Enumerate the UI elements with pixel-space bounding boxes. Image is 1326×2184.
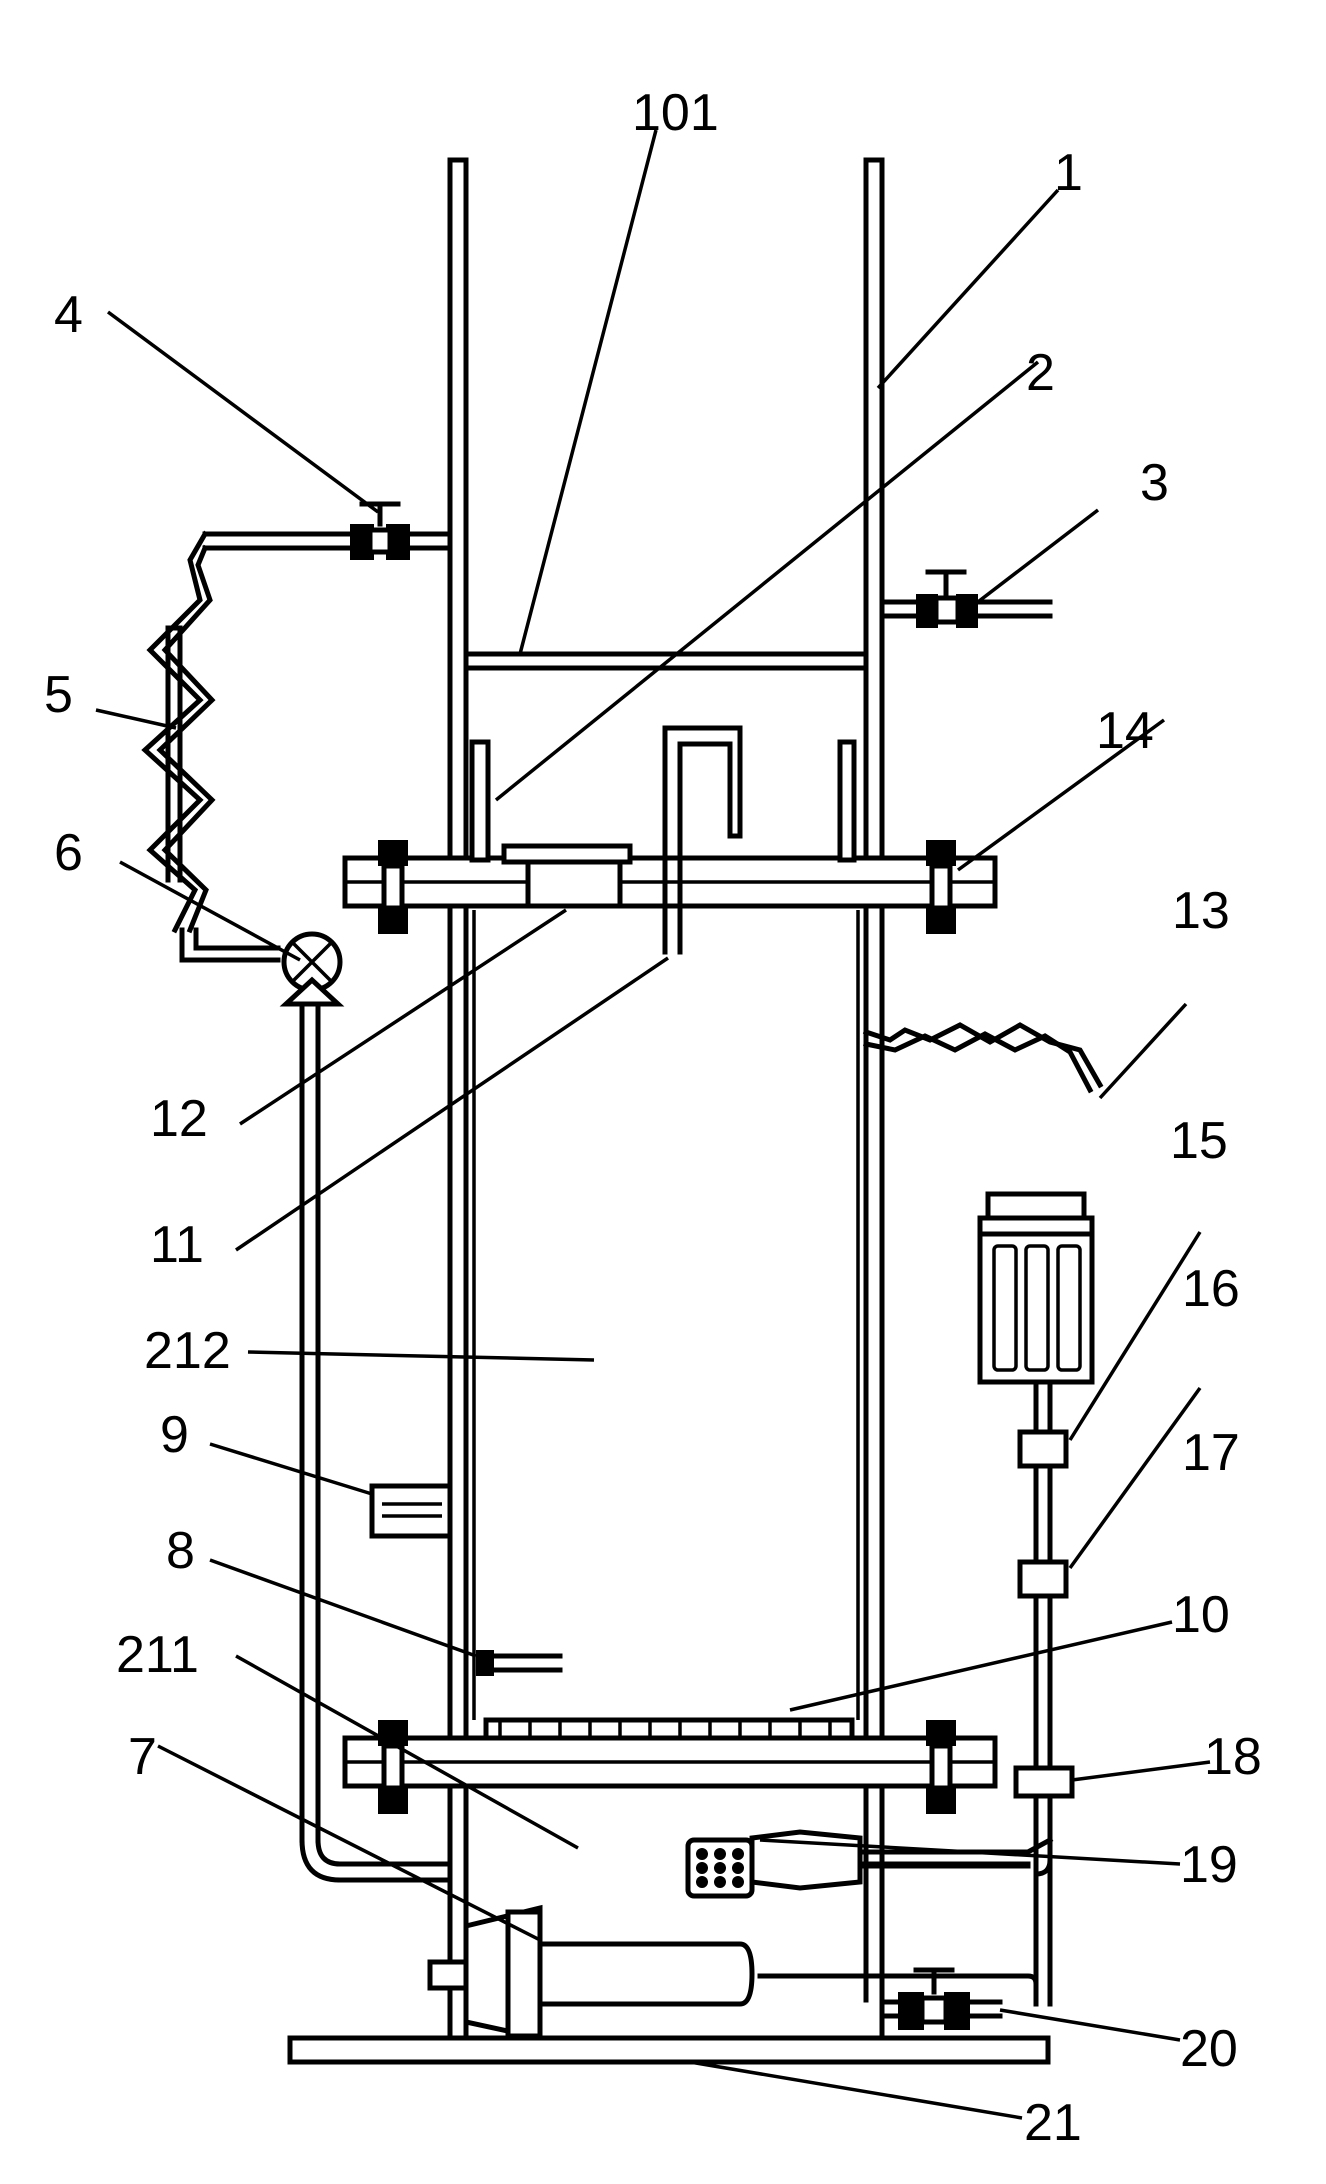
label-6: 6 xyxy=(54,824,83,882)
leader-lines xyxy=(95,129,1211,2120)
label-19: 19 xyxy=(1180,1836,1238,1894)
label-16: 16 xyxy=(1182,1260,1240,1318)
label-1: 1 xyxy=(1054,144,1083,202)
label-7: 7 xyxy=(128,1728,157,1786)
label-14: 14 xyxy=(1096,702,1154,760)
valve-20 xyxy=(879,1967,1003,2030)
lid-101 xyxy=(463,651,869,671)
label-13: 13 xyxy=(1172,882,1230,940)
label-5: 5 xyxy=(44,666,73,724)
top-left-piping xyxy=(141,501,453,1883)
label-212: 212 xyxy=(144,1322,231,1380)
label-2: 2 xyxy=(1026,344,1055,402)
label-11: 11 xyxy=(150,1216,204,1274)
label-21: 21 xyxy=(1024,2094,1082,2152)
motor-drive xyxy=(685,1191,1095,2007)
upper-flange-14 xyxy=(342,840,998,934)
label-17: 17 xyxy=(1182,1424,1240,1482)
valve-3 xyxy=(879,569,1053,628)
label-8: 8 xyxy=(166,1522,195,1580)
distributor-plate-10 xyxy=(483,1717,855,1741)
reference-labels: 101 1 2 3 4 5 6 7 8 9 10 11 12 13 14 15 … xyxy=(44,84,1262,2152)
label-12: 12 xyxy=(150,1090,208,1148)
label-211: 211 xyxy=(116,1626,199,1684)
label-101: 101 xyxy=(632,84,719,142)
cable-13 xyxy=(862,1022,1104,1094)
label-4: 4 xyxy=(54,286,83,344)
label-20: 20 xyxy=(1180,2020,1238,2078)
inner-fittings xyxy=(469,725,857,955)
label-9: 9 xyxy=(160,1406,189,1464)
sensors xyxy=(369,1483,563,1676)
label-10: 10 xyxy=(1172,1586,1230,1644)
label-18: 18 xyxy=(1204,1728,1262,1786)
heater-7 xyxy=(427,1904,755,2042)
label-15: 15 xyxy=(1170,1112,1228,1170)
base-21 xyxy=(287,2035,1051,2065)
label-3: 3 xyxy=(1140,454,1169,512)
